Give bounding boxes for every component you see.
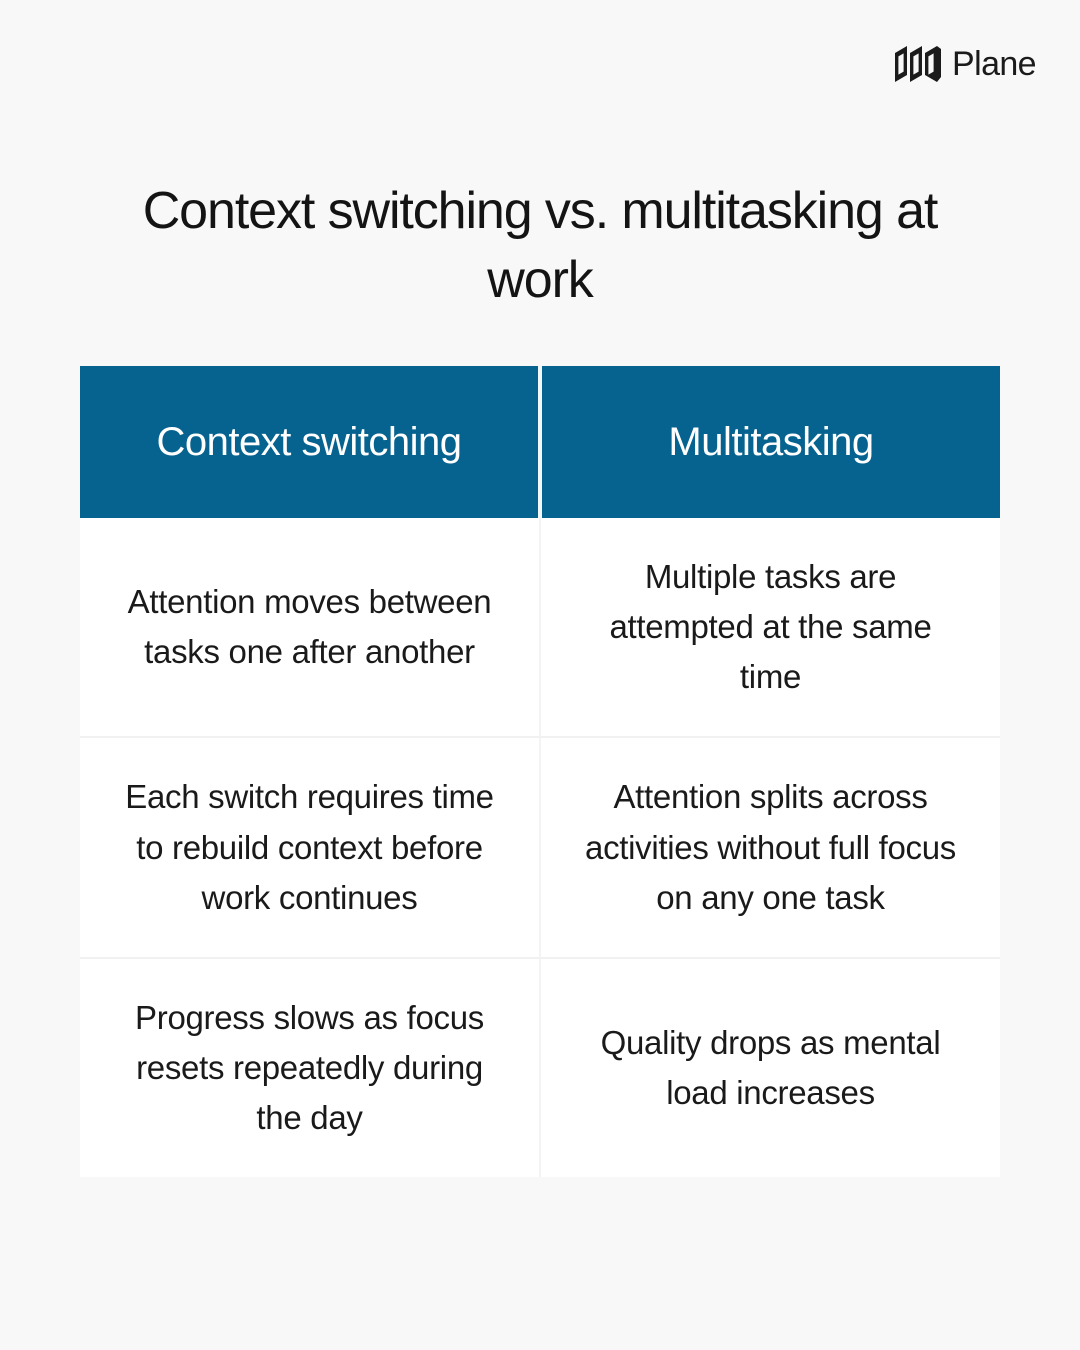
plane-logo-icon [895,46,942,82]
table-head: Context switching Multitasking [80,366,1000,518]
cell-multitasking-3: Quality drops as mental load increases [540,957,1000,1178]
brand-logo: Plane [895,45,1037,83]
table-body: Attention moves between tasks one after … [80,518,1000,1178]
comparison-table: Context switching Multitasking Attention… [80,366,1000,1178]
cell-multitasking-2: Attention splits across activities witho… [540,737,1000,959]
column-header-context-switching: Context switching [80,366,542,518]
cell-multitasking-1: Multiple tasks are attempted at the same… [540,518,1000,739]
page-title: Context switching vs. multitasking at wo… [142,181,939,309]
table-row: Progress slows as focus resets repeatedl… [80,957,1000,1178]
column-header-multitasking: Multitasking [540,366,1000,518]
table-header-row: Context switching Multitasking [80,366,1000,518]
table-row: Each switch requires time to rebuild con… [80,737,1000,959]
cell-context-switching-2: Each switch requires time to rebuild con… [80,737,541,959]
cell-context-switching-1: Attention moves between tasks one after … [80,518,541,739]
table-row: Attention moves between tasks one after … [80,518,1000,739]
cell-context-switching-3: Progress slows as focus resets repeatedl… [80,957,541,1178]
brand-name: Plane [952,45,1037,83]
